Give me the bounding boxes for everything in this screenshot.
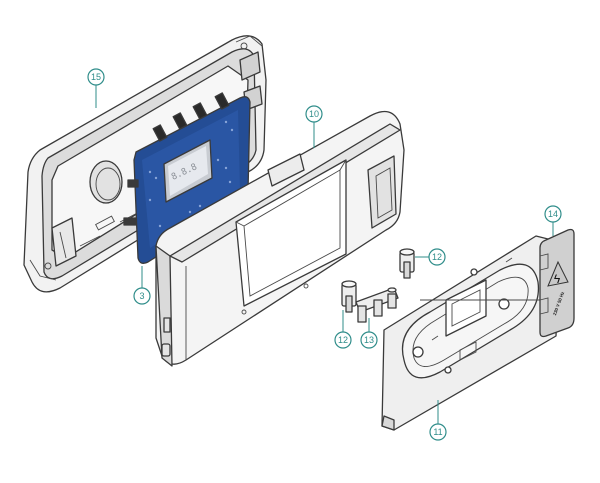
callout-13-circle	[360, 331, 378, 349]
callout-10-circle	[305, 105, 323, 123]
standoff-part-a	[399, 248, 415, 279]
back-plate-part	[381, 235, 561, 431]
lightning-icon: ϟ	[554, 272, 561, 286]
callout-12-circle-a	[428, 248, 446, 266]
callout-12-label-a: 12	[432, 252, 442, 262]
callout-13-label: 13	[364, 335, 374, 345]
callout-14-circle	[544, 205, 562, 223]
callout-15-label: 15	[91, 72, 101, 82]
standoff-part-b	[341, 280, 357, 313]
callout-11-label: 11	[433, 427, 442, 437]
callouts: 15 10 3 12 12 13 14 11	[87, 68, 562, 441]
callout-12-circle-b	[334, 331, 352, 349]
callout-11-circle	[429, 423, 447, 441]
callout-3-label: 3	[139, 291, 144, 301]
bracket-part	[355, 287, 399, 323]
callout-15-circle	[87, 68, 105, 86]
rear-housing-part	[155, 110, 405, 367]
callout-12-label-b: 12	[338, 335, 348, 345]
warning-label-part: ϟ 230 V 50 Hz	[539, 228, 575, 338]
callout-3-circle	[133, 287, 151, 305]
callout-10-label: 10	[309, 109, 319, 119]
pcb-board-part: 8.8.8	[123, 92, 251, 264]
callout-14-label: 14	[548, 209, 558, 219]
